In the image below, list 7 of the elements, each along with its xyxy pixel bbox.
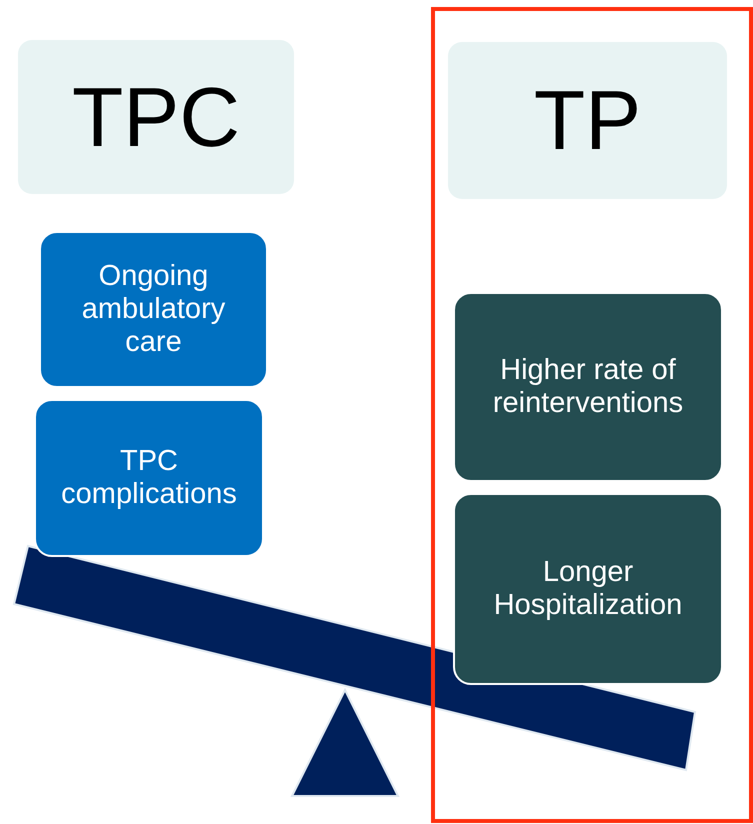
factor-box: Higher rate of reinterventions — [453, 292, 723, 482]
header-box: TP — [448, 42, 727, 199]
factor-box: TPC complications — [34, 399, 264, 557]
header-box: TPC — [18, 40, 294, 194]
factor-box: Ongoing ambulatory care — [39, 231, 268, 388]
highlight-frame — [431, 7, 753, 823]
factor-box: Longer Hospitalization — [453, 493, 723, 685]
